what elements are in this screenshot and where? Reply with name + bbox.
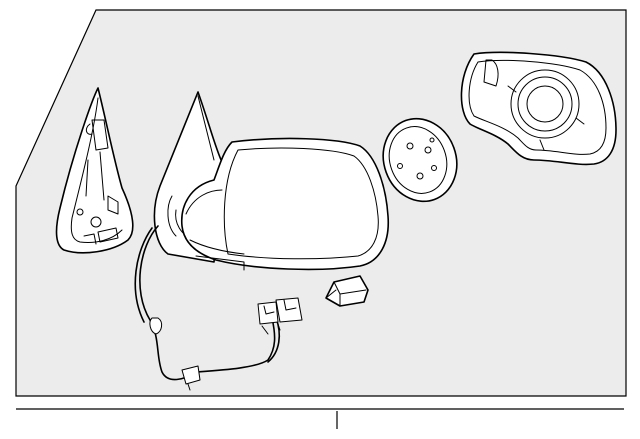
motor-plate-part	[382, 117, 458, 203]
wiring-harness-part	[134, 225, 303, 391]
harness-clip-part	[325, 275, 369, 307]
glass-holder-part	[460, 51, 617, 166]
mirror-base-cover-part	[55, 87, 134, 254]
mirror-housing-part	[153, 91, 390, 271]
